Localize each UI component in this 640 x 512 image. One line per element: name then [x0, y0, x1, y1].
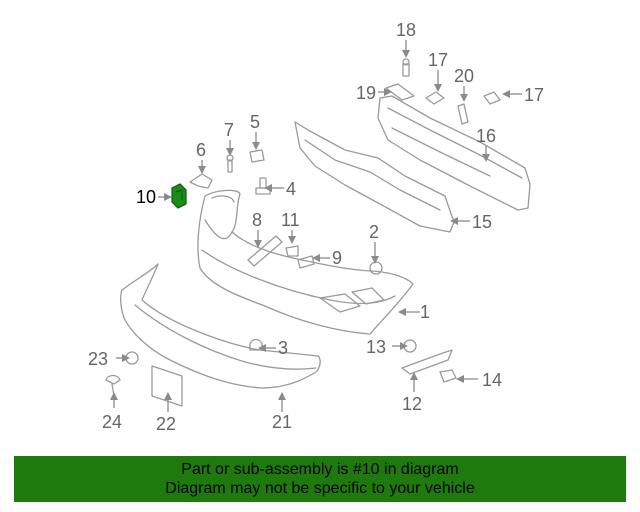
callout-18: 18	[396, 20, 416, 40]
callout-17-right: 17	[524, 85, 544, 105]
callout-24: 24	[102, 412, 122, 432]
banner-line-2: Diagram may not be specific to your vehi…	[165, 480, 475, 497]
callout-1: 1	[420, 302, 430, 322]
callout-4: 4	[286, 179, 296, 199]
callout-labels: 1 2 3 4 5 6 7 8 9 10 11 12 13 14 15 16 1…	[88, 20, 544, 434]
callout-19: 19	[356, 83, 376, 103]
callout-17-upper: 17	[428, 50, 448, 70]
parts-diagram: 1 2 3 4 5 6 7 8 9 10 11 12 13 14 15 16 1…	[88, 20, 544, 434]
callout-7: 7	[224, 120, 234, 140]
callout-8: 8	[252, 210, 262, 230]
hardware	[105, 58, 501, 407]
callout-22: 22	[156, 414, 176, 434]
callout-14: 14	[482, 370, 502, 390]
callout-3: 3	[278, 338, 288, 358]
callout-11: 11	[281, 210, 300, 230]
part-12-shield	[401, 349, 453, 375]
callout-21: 21	[272, 412, 292, 432]
lower-valance	[120, 263, 321, 389]
callout-12: 12	[402, 394, 422, 414]
callout-15: 15	[472, 212, 492, 232]
callout-23: 23	[88, 349, 108, 369]
callout-5: 5	[250, 112, 260, 132]
energy-absorber	[294, 121, 455, 233]
info-banner: Part or sub-assembly is #10 in diagram D…	[14, 456, 626, 502]
part-10-bracket	[171, 183, 187, 209]
callout-13: 13	[366, 337, 386, 357]
bumper-reinforcement	[377, 95, 531, 211]
bumper-cover	[197, 189, 414, 335]
banner-line-1: Part or sub-assembly is #10 in diagram	[181, 461, 459, 478]
callout-9: 9	[332, 248, 342, 268]
callout-20: 20	[454, 66, 474, 86]
callout-16: 16	[476, 126, 496, 146]
callout-2: 2	[369, 222, 379, 242]
leader-lines	[110, 40, 522, 412]
callout-6: 6	[196, 140, 206, 160]
callout-10: 10	[136, 187, 156, 207]
